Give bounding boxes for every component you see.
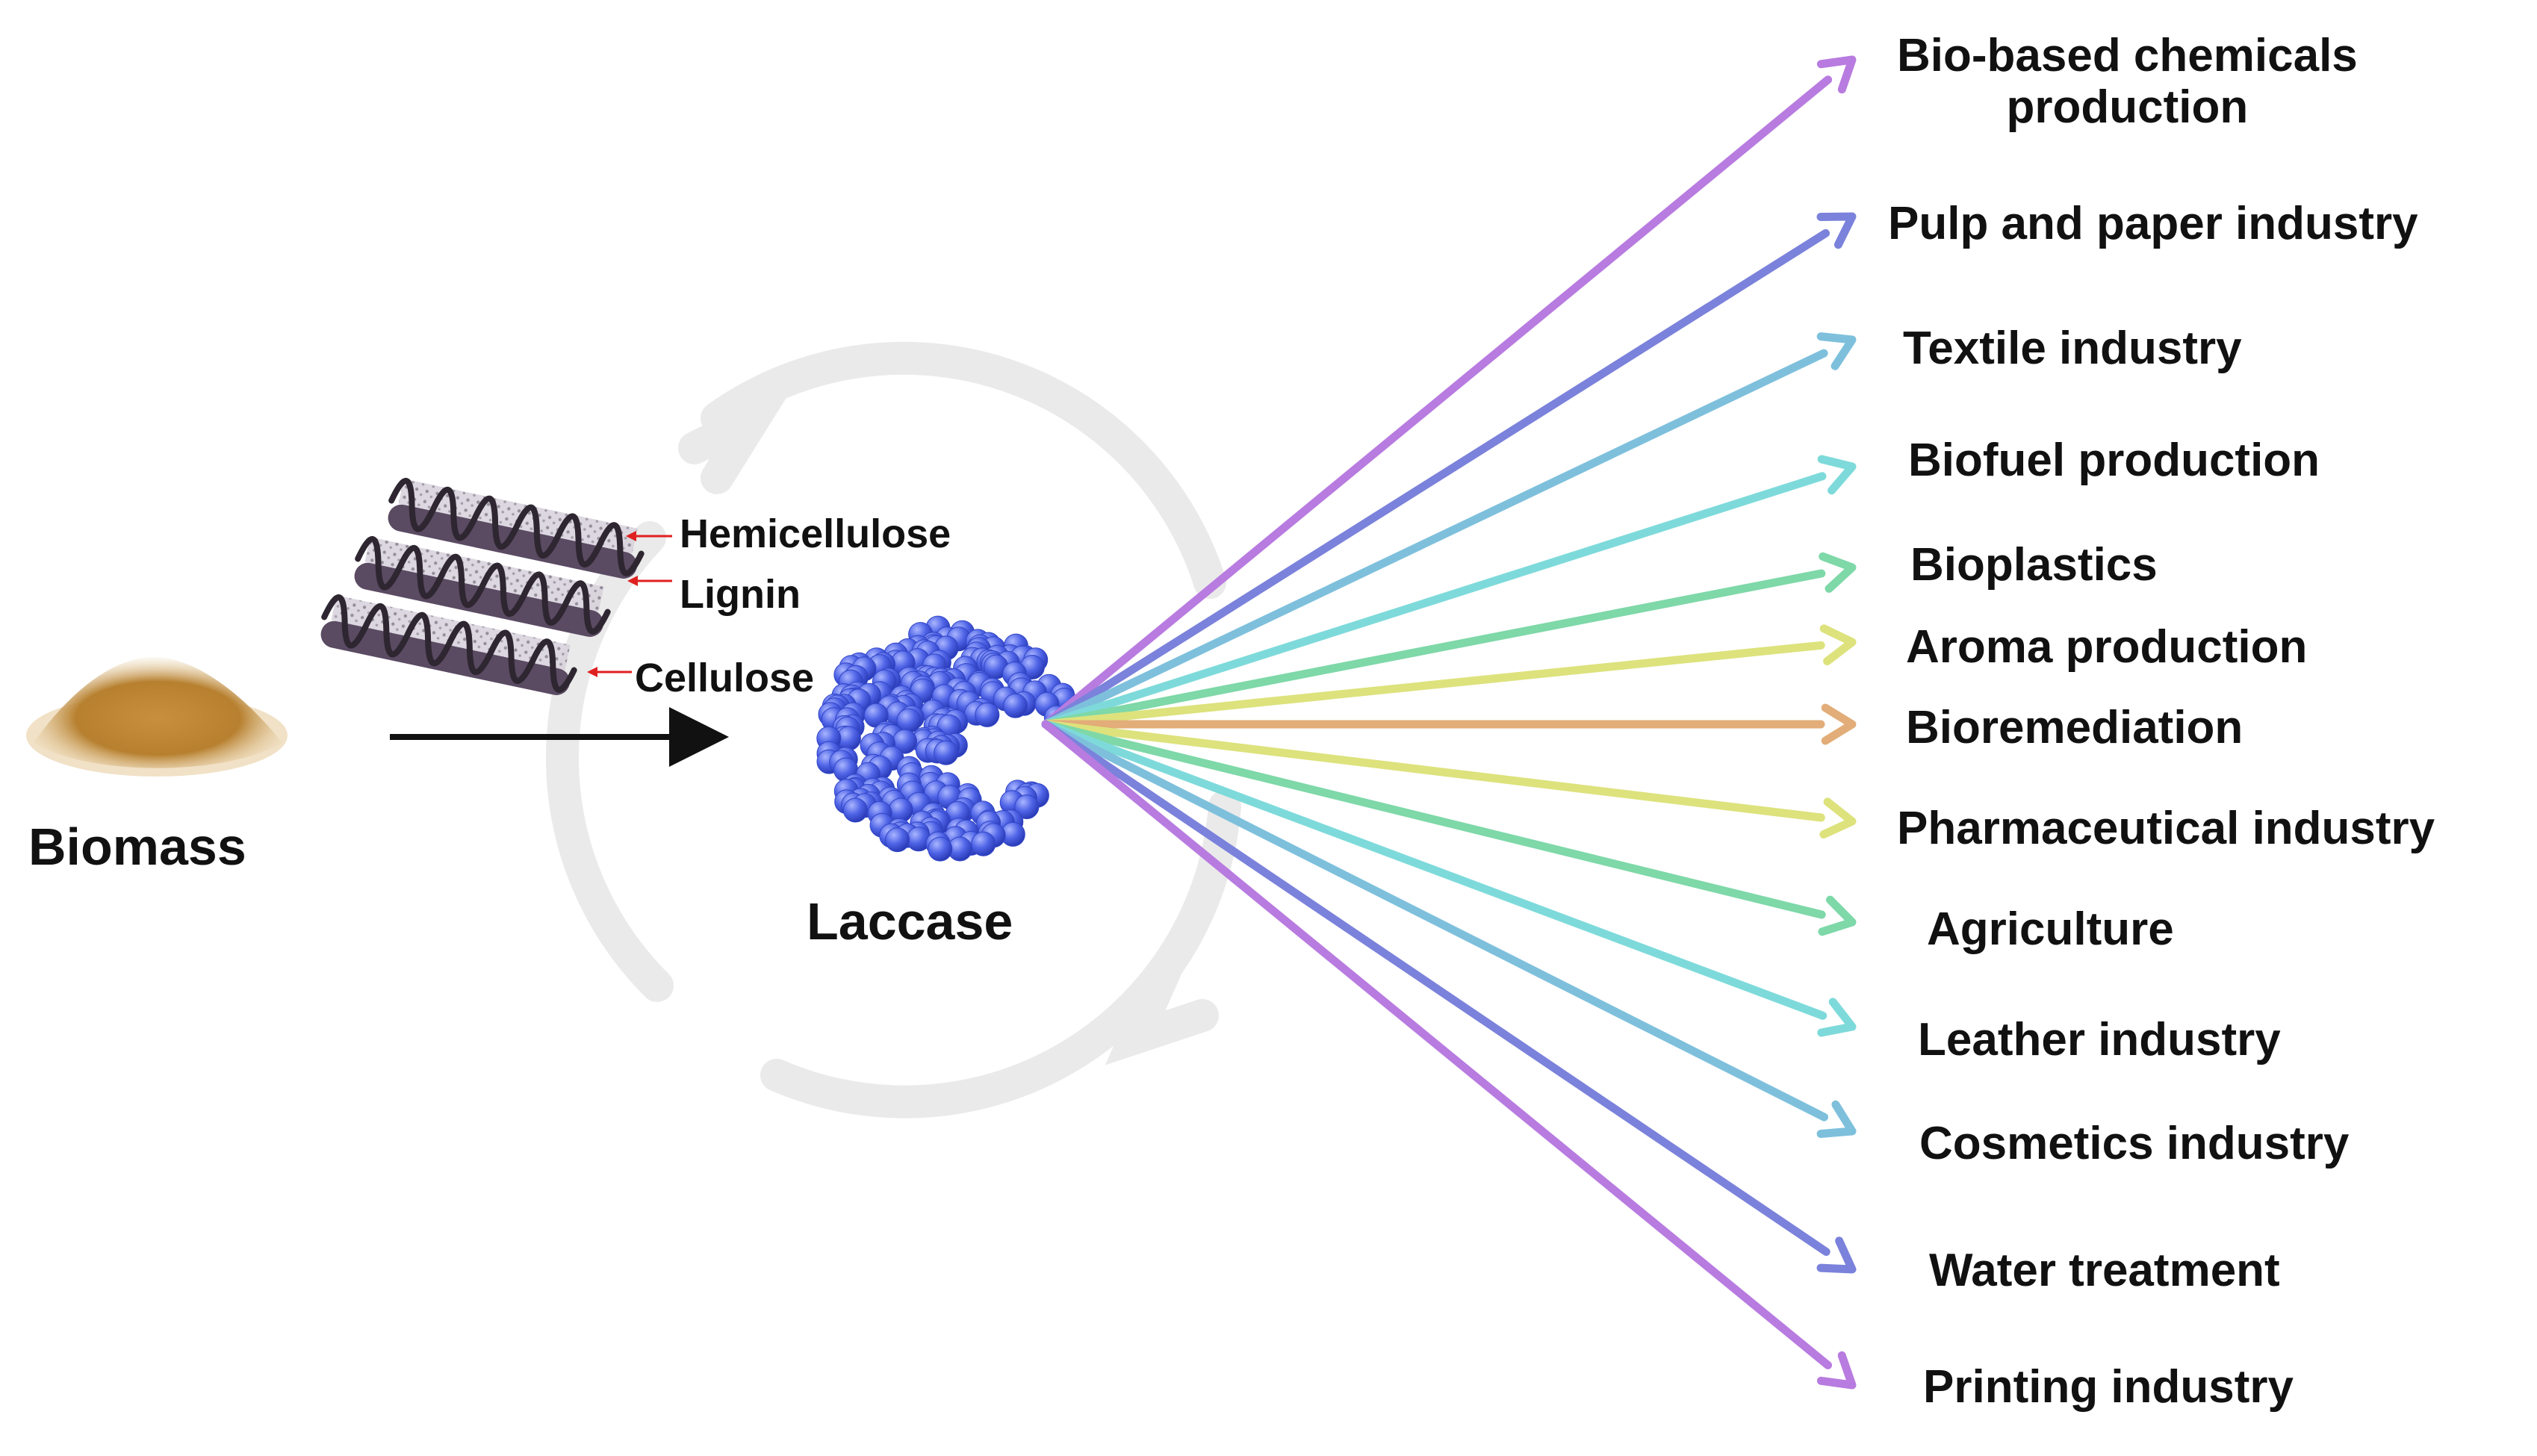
application-label-water-treatment: Water treatment [1929,1245,2280,1296]
lignin-label: Lignin [680,572,801,617]
application-label-biofuel-production: Biofuel production [1908,435,2320,486]
application-label-line: Bioplastics [1910,539,2158,591]
application-label-line: Bioremediation [1906,702,2243,753]
arrow-bio-based-chemicals-production [1041,55,1857,729]
biomass-pile-icon [26,657,288,777]
application-label-printing-industry: Printing industry [1923,1361,2294,1413]
arrow-leather-industry [1041,720,1857,1037]
biomass-label: Biomass [28,818,246,876]
cellulose-fiber [354,536,611,637]
application-label-line: Printing industry [1923,1361,2294,1413]
application-label-line: Aroma production [1906,621,2308,673]
application-label-line: Bio-based chemicals [1897,30,2358,81]
cellulose-fiber [388,478,645,579]
laccase-label: Laccase [807,892,1013,951]
application-label-leather-industry: Leather industry [1918,1014,2281,1065]
application-label-line: Leather industry [1918,1014,2281,1065]
application-label-agriculture: Agriculture [1927,903,2174,955]
arrow-printing-industry [1041,720,1857,1390]
arrow-aroma-production [1041,624,1857,729]
application-label-line: production [2006,81,2249,134]
application-arrows [1041,55,1857,1390]
application-label-line: Biofuel production [1908,435,2320,486]
arrow-pharmaceutical-industry [1041,720,1857,839]
laccase-enzyme-icon [816,615,1077,862]
application-label-line: Water treatment [1929,1245,2280,1296]
lignin-strand [355,536,611,635]
background-recycle-icon [545,341,1241,1119]
application-label-line: Textile industry [1903,323,2242,374]
cellulose-fiber [320,594,577,695]
arrow-cosmetics-industry [1041,720,1857,1138]
application-label-line: Pharmaceutical industry [1897,803,2435,854]
application-label-textile-industry: Textile industry [1903,323,2242,374]
application-label-line: Agriculture [1927,903,2174,955]
arrow-textile-industry [1041,332,1857,729]
application-label-bioremediation: Bioremediation [1906,702,2243,753]
lignin-strand [388,478,645,576]
application-label-pulp-and-paper-industry: Pulp and paper industry [1888,198,2418,249]
arrow-bioremediation [1041,703,1857,745]
application-label-line: Pulp and paper industry [1888,198,2418,249]
application-label-aroma-production: Aroma production [1906,621,2307,673]
application-label-pharmaceutical-industry: Pharmaceutical industry [1897,803,2435,854]
application-label-cosmetics-industry: Cosmetics industry [1919,1118,2349,1169]
cellulose-label: Cellulose [635,656,815,700]
application-label-bioplastics: Bioplastics [1910,539,2158,591]
hemicellulose-label: Hemicellulose [680,511,951,556]
arrow-bioplastics [1041,552,1857,729]
arrow-biofuel-production [1041,455,1857,729]
arrow-water-treatment [1041,720,1857,1274]
arrow-agriculture [1041,720,1857,936]
arrow-pulp-and-paper-industry [1041,212,1857,729]
lignin-strand [321,594,577,693]
lignocellulose-structure-icon [320,478,672,695]
application-label-line: Cosmetics industry [1919,1118,2350,1169]
